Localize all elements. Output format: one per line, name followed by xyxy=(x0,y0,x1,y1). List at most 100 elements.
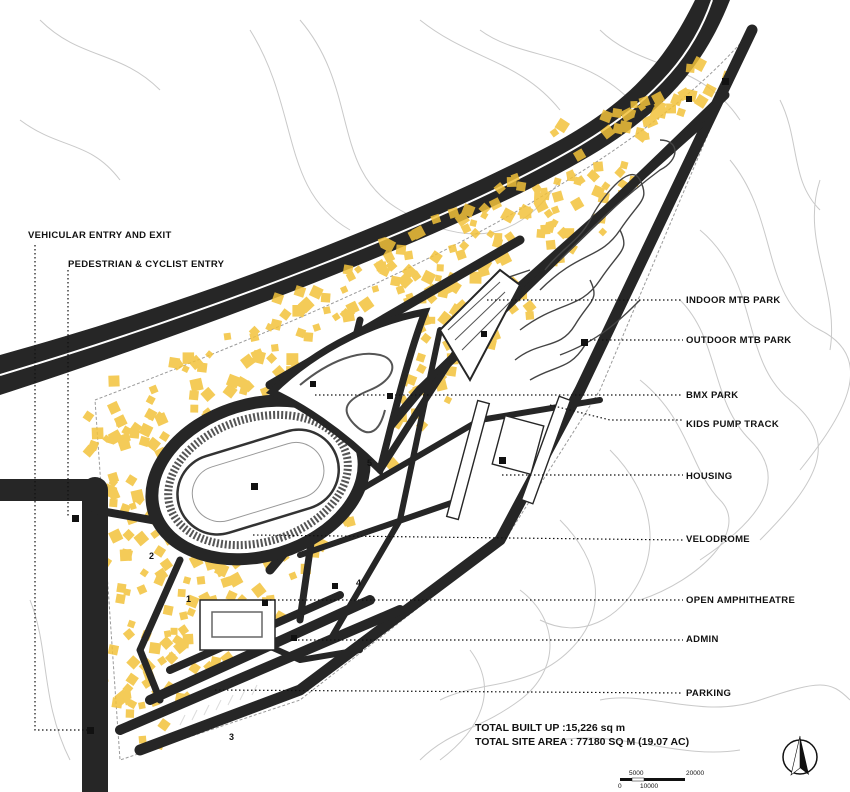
tree xyxy=(138,422,154,438)
tree xyxy=(522,299,537,314)
tree xyxy=(469,219,478,228)
tree xyxy=(460,223,472,235)
total-site-area: TOTAL SITE AREA : 77180 SQ M (19.07 AC) xyxy=(475,736,690,748)
tree xyxy=(642,132,650,141)
tree xyxy=(416,363,427,375)
label-indoor-mtb-park: INDOOR MTB PARK xyxy=(686,295,781,306)
tree xyxy=(115,593,126,605)
label-parking: PARKING xyxy=(686,688,732,699)
scale-label-0: 0 xyxy=(618,783,622,790)
tree xyxy=(122,528,135,542)
tree xyxy=(106,400,121,415)
tree xyxy=(443,395,453,405)
tree xyxy=(447,207,460,219)
tree xyxy=(461,203,476,218)
tree xyxy=(531,183,543,195)
tree xyxy=(480,211,489,220)
tree xyxy=(134,494,145,506)
scale-label-20000: 20000 xyxy=(686,770,705,777)
tree xyxy=(303,332,314,342)
tree xyxy=(138,701,146,710)
tree xyxy=(420,332,432,344)
label-kids-pump-track: KIDS PUMP TRACK xyxy=(686,419,779,430)
tree xyxy=(179,611,189,621)
tree xyxy=(543,208,554,219)
zone-number-4: 4 xyxy=(356,578,362,588)
tree xyxy=(227,571,244,588)
tree xyxy=(308,284,324,300)
tree xyxy=(238,385,249,396)
tree xyxy=(171,358,185,371)
tree xyxy=(146,436,162,452)
tree xyxy=(598,227,608,237)
tree xyxy=(173,639,188,655)
tree xyxy=(691,56,708,72)
tree xyxy=(478,202,491,215)
tree xyxy=(342,264,354,276)
tree xyxy=(121,425,132,437)
tree xyxy=(122,628,136,641)
tree xyxy=(320,292,331,303)
tree xyxy=(293,285,307,298)
zone-number-2: 2 xyxy=(149,551,155,561)
tree xyxy=(297,296,315,314)
tree xyxy=(702,83,717,98)
tree xyxy=(188,390,199,401)
tree xyxy=(554,117,570,134)
tree xyxy=(107,644,120,656)
tree xyxy=(200,386,216,403)
tree xyxy=(122,683,134,695)
tree xyxy=(177,588,186,598)
tree xyxy=(159,636,174,650)
tree xyxy=(279,308,292,321)
tree xyxy=(614,166,626,179)
tree xyxy=(638,95,651,108)
tree xyxy=(133,530,150,547)
tree xyxy=(628,108,637,117)
tree xyxy=(345,271,357,282)
tree xyxy=(379,265,391,278)
tree xyxy=(129,428,140,439)
tree xyxy=(158,431,170,443)
tree xyxy=(494,233,503,242)
tree xyxy=(618,120,633,134)
tree xyxy=(428,316,436,324)
tree xyxy=(429,250,443,264)
tree xyxy=(345,300,360,316)
tree xyxy=(599,109,614,124)
tree xyxy=(358,296,375,313)
tree xyxy=(162,604,174,616)
tree xyxy=(500,207,517,224)
tree xyxy=(270,343,279,352)
tree xyxy=(547,220,557,229)
total-built-up: TOTAL BUILT UP :15,226 sq m xyxy=(475,722,626,734)
tree xyxy=(676,107,686,118)
tree xyxy=(182,352,195,364)
label-vehicular-entry: VEHICULAR ENTRY AND EXIT xyxy=(28,230,172,241)
tree xyxy=(116,583,127,594)
tree xyxy=(138,735,147,744)
tree xyxy=(354,265,363,274)
tree xyxy=(154,567,169,582)
tree xyxy=(182,576,192,585)
tree xyxy=(288,571,298,581)
scale-bar xyxy=(620,777,685,782)
tree xyxy=(186,607,196,617)
tree xyxy=(251,582,267,599)
tree xyxy=(486,229,495,239)
tree xyxy=(415,352,426,363)
tree xyxy=(383,251,396,264)
tree xyxy=(150,529,160,539)
tree xyxy=(196,576,206,585)
tree xyxy=(411,225,426,240)
tree xyxy=(188,662,201,675)
tree xyxy=(189,377,204,392)
tree xyxy=(549,127,560,138)
bmx-park xyxy=(265,307,431,477)
tree xyxy=(653,104,668,119)
tree xyxy=(153,545,167,558)
leader-lines xyxy=(34,245,684,731)
tree xyxy=(157,718,171,732)
tree xyxy=(434,274,442,282)
tree xyxy=(240,353,256,369)
